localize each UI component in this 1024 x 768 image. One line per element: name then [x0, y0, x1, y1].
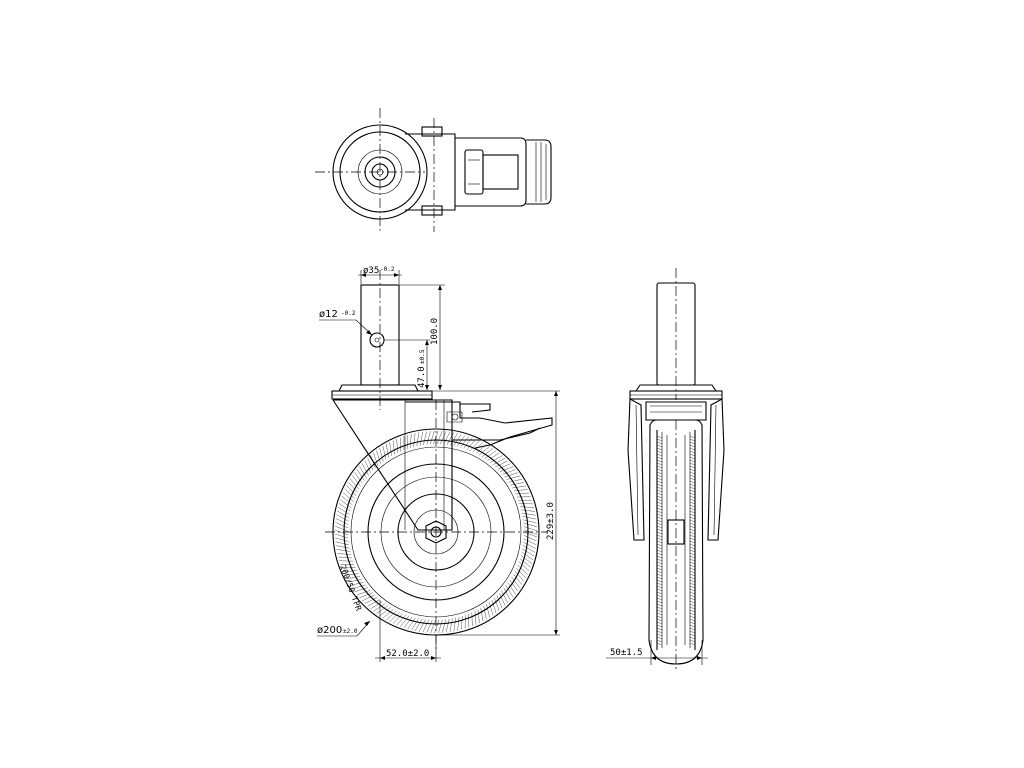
side-dimensions: 50±1.5	[606, 640, 708, 665]
front-dimensions: ø35 -0.2 100.0 47.0 ±0.5 ø12 -0.2 229±3.…	[317, 266, 560, 662]
tread-hatch	[334, 430, 538, 634]
side-tread-hatch	[656, 435, 696, 646]
stem-height-label: 100.0	[430, 318, 440, 345]
top-view	[315, 108, 552, 232]
offset-label: 52.0±2.0	[386, 649, 429, 659]
wheel-width-label: 50±1.5	[610, 648, 643, 658]
hole-height-tol: ±0.5	[419, 349, 426, 364]
wheel-diameter-tol: ±2.0	[343, 628, 358, 635]
tread-marking: 200/50 TPR	[338, 564, 363, 613]
hole-diameter-label: ø12	[319, 309, 338, 320]
hole-height-label: 47.0	[417, 366, 427, 388]
side-view	[627, 268, 725, 670]
stem-diameter-label: ø35	[363, 266, 379, 276]
hole-diameter-tol: -0.2	[341, 310, 356, 317]
overall-height-label: 229±3.0	[546, 502, 556, 540]
wheel-diameter-label: ø200	[317, 625, 342, 636]
stem-diameter-tol: -0.2	[380, 266, 395, 273]
